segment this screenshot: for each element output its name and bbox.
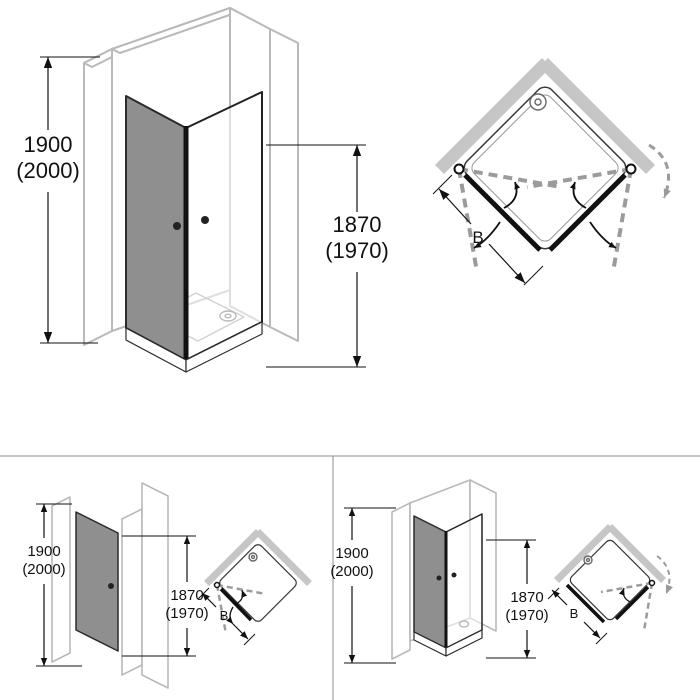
dimension-line-lower [583, 621, 601, 639]
door-swing-out [642, 582, 654, 632]
dim-height-1870: 1870 (1970) [266, 144, 389, 368]
hinge-icon [213, 581, 221, 589]
dim-label-door-height-alt: (1970) [165, 605, 208, 622]
dim-label-width-b: B [472, 228, 483, 247]
dimension-line-lower [232, 623, 249, 640]
swing-arrow-in-left [503, 181, 521, 209]
drain-hole-icon [534, 98, 542, 106]
dim-label-door-height-alt: (1970) [325, 238, 389, 263]
dim-height-1900-small: 1900 (2000) [330, 507, 396, 664]
side-panel-closed [565, 583, 606, 624]
swing-arrow-in-right [569, 181, 587, 209]
dim-label-height: 1900 [27, 543, 60, 560]
extension-line [523, 265, 544, 286]
drain-hole-icon [585, 557, 591, 563]
hinge-icon [648, 579, 656, 587]
door-swing-in [216, 583, 267, 596]
dimension-line-lower [488, 243, 526, 284]
door-panel [75, 511, 119, 652]
wall-right-end [269, 28, 299, 342]
wall-left-end [83, 48, 113, 346]
swing-arrow-outer [656, 555, 673, 595]
side-panel-glass [445, 513, 483, 649]
door-handle [451, 572, 457, 578]
wall-right-front [121, 508, 143, 676]
door-handle [108, 583, 114, 589]
dim-width-b-small: B [197, 587, 256, 646]
swing-arrow-out-right [589, 221, 617, 249]
door-swing-in-left [458, 167, 562, 189]
door-swing-out-right [611, 168, 633, 273]
dim-width-b: B [432, 174, 544, 286]
door-left-closed [463, 173, 542, 252]
wall-plan-left [554, 524, 613, 583]
extension-line [243, 633, 256, 646]
drain-hole-icon [250, 554, 256, 560]
swing-arrow-outer-right [648, 143, 671, 199]
glass-door-right [185, 91, 263, 361]
door-swing-out [215, 584, 228, 635]
corner-pivot-isometric: 1900 (2000) 1870 (1970) [330, 479, 549, 664]
dim-height-1900-small: 1900 (2000) [22, 503, 82, 667]
dimension-line-upper [551, 589, 568, 606]
dim-width-b-small: B [547, 587, 608, 645]
dim-label-height-alt: (2000) [16, 158, 80, 183]
dimension-line-upper [438, 188, 472, 225]
door-closed [614, 585, 650, 621]
swing-arrow-out-left [473, 221, 501, 249]
dim-label-door-height: 1870 [510, 589, 543, 606]
extension-line [547, 587, 560, 600]
corner-shower-plan: B [432, 58, 671, 286]
shower-tray [569, 539, 651, 621]
swing-arrow-out [226, 606, 234, 625]
extension-line [432, 174, 453, 195]
shower-tray [219, 544, 297, 622]
door-handle [201, 216, 209, 224]
shower-tray [463, 86, 627, 250]
wall-plan-right [607, 524, 666, 583]
door-handle [436, 575, 442, 581]
tray-front-right [445, 629, 483, 657]
dim-label-door-height-alt: (1970) [505, 607, 548, 624]
dim-label-height: 1900 [24, 132, 73, 157]
dim-label-height-alt: (2000) [330, 563, 373, 580]
wall-plan-right [255, 529, 312, 586]
extension-line [595, 632, 608, 645]
tray-front-right [185, 321, 263, 373]
dim-height-1870-small: 1870 (1970) [122, 535, 209, 657]
dim-height-1900: 1900 (2000) [16, 56, 100, 344]
door-right-closed [548, 173, 627, 252]
corner-pivot-plan: B [547, 524, 673, 645]
corner-shower-isometric: 1900 (2000) 1870 (1970) [16, 7, 389, 373]
door-handle [173, 222, 181, 230]
door-swing-in [600, 581, 653, 594]
niche-shower-isometric: 1900 (2000) 1870 (1970) [22, 482, 209, 689]
dim-label-width-b: B [570, 606, 579, 621]
door-closed [219, 587, 253, 622]
door-panel [413, 515, 447, 649]
wall-left-end [391, 502, 411, 660]
hinge-icon [625, 163, 637, 175]
swing-arrow-in [235, 589, 248, 605]
swing-arrow-in [618, 587, 631, 603]
dim-label-height: 1900 [335, 545, 368, 562]
wall-plan-left [435, 58, 551, 174]
wall-right-return [141, 482, 169, 689]
wall-left [51, 496, 71, 663]
dim-label-width-b: B [220, 608, 229, 623]
dimension-line-upper [201, 592, 217, 608]
dim-label-door-height: 1870 [170, 587, 203, 604]
door-swing-in-right [526, 167, 632, 189]
dim-label-height-alt: (2000) [22, 561, 65, 578]
dim-height-1870-small: 1870 (1970) [486, 539, 549, 659]
wall-plan-right [539, 58, 655, 174]
hinge-icon [453, 163, 465, 175]
wall-plan-left [204, 529, 261, 586]
niche-shower-plan: B [197, 529, 312, 646]
dim-label-door-height: 1870 [333, 212, 382, 237]
